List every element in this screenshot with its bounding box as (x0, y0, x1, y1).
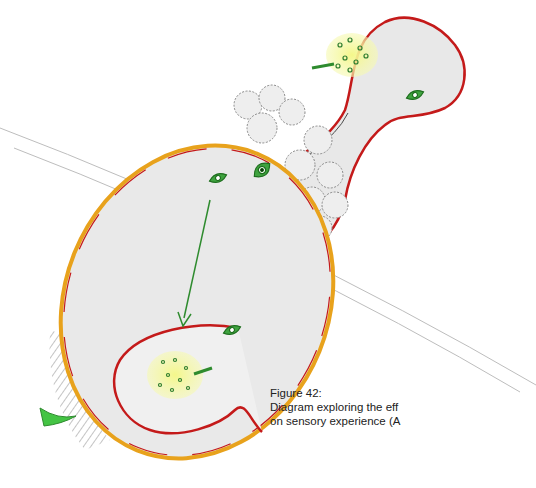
direction-arrow (178, 200, 210, 326)
pointer-arrow (194, 64, 334, 374)
yellow-blob (147, 33, 378, 399)
inner-pocket (114, 325, 262, 433)
green-swoosh (40, 408, 76, 426)
caption-line: Diagram exploring the eff (270, 400, 536, 414)
dots (159, 38, 369, 392)
large-oval (15, 104, 380, 488)
caption-line: on sensory experience (A (270, 414, 536, 428)
figure-caption: Figure 42: (270, 386, 536, 400)
eye-symbol (208, 88, 425, 337)
